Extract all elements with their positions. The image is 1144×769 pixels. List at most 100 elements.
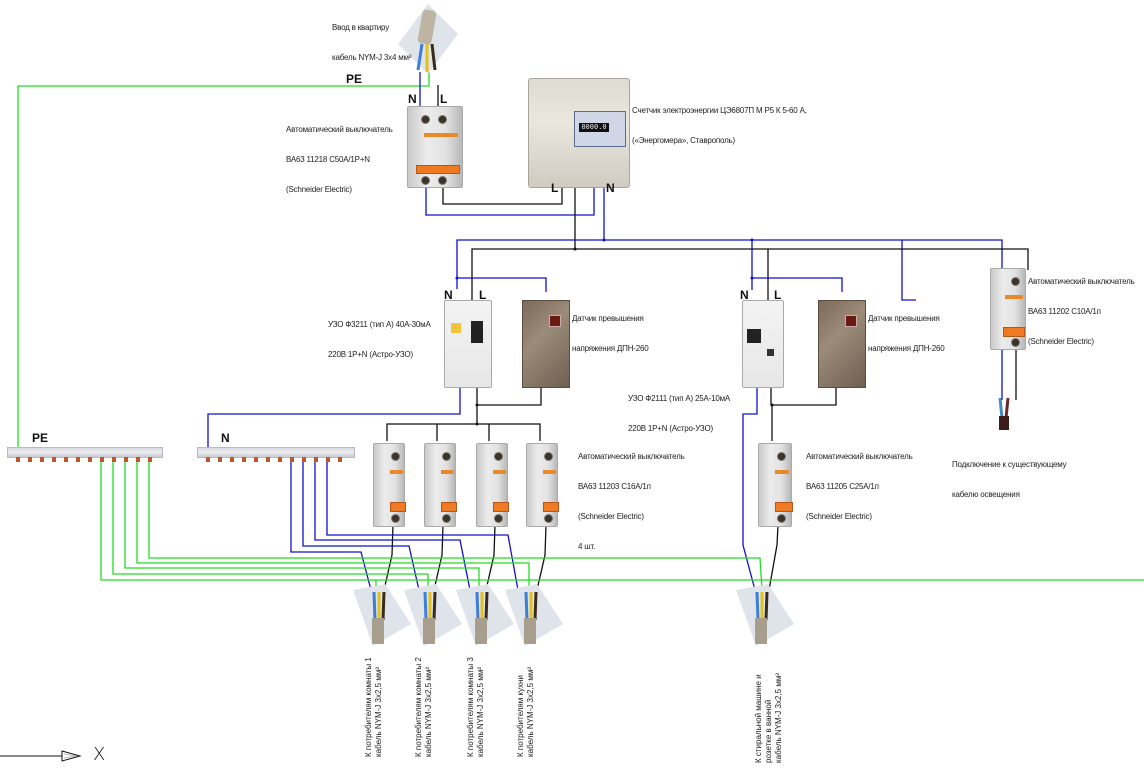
bus-terminal	[326, 457, 330, 462]
toggle-handle[interactable]	[543, 502, 559, 512]
label-line: ВА63 11218 С50А/1Р+N	[286, 155, 370, 164]
label-line: Автоматический выключатель	[1028, 277, 1135, 286]
screw-icon	[421, 115, 430, 124]
dpn1-label: Датчик превышения напряжения ДПН-260	[572, 294, 649, 364]
input-cable-icon	[398, 4, 458, 74]
overvoltage-sensor-1[interactable]	[522, 300, 570, 388]
toggle-handle[interactable]	[493, 502, 509, 512]
output-label-1: К потребителям комнаты 1 кабель NYM-J 3х…	[364, 657, 384, 757]
label-line: К потребителям комнаты 2	[414, 657, 423, 757]
label-line: ВА63 11203 С16А/1п	[578, 482, 651, 491]
toggle-handle[interactable]	[416, 165, 460, 174]
label-line: К потребителям комнаты 3	[466, 657, 475, 757]
l-group-feed	[386, 423, 541, 441]
meter-display: 0000.0	[579, 123, 609, 132]
junction-dot	[770, 403, 774, 407]
screw-icon	[421, 176, 430, 185]
group-breaker-2[interactable]	[424, 443, 457, 527]
label-line: УЗО Ф2111 (тип А) 25А-10мА	[628, 394, 731, 403]
terminal-l-main: L	[440, 92, 448, 106]
toggle-handle[interactable]	[775, 502, 793, 512]
rcd1-label: УЗО Ф3211 (тип А) 40А-30мА 220В 1Р+N (Ас…	[328, 300, 431, 370]
screw-icon	[544, 514, 553, 523]
test-button[interactable]	[451, 323, 461, 333]
pe-bus-label: PE	[32, 431, 49, 445]
group-breaker-4[interactable]	[526, 443, 559, 527]
label-line: К стиральной машине и	[754, 674, 763, 763]
electricity-meter[interactable]: 0000.0	[528, 78, 630, 188]
input-cable-label: Ввод в квартиру кабель NYM-J 3х4 мм²	[332, 3, 412, 73]
output-label-3: К потребителям комнаты 3 кабель NYM-J 3х…	[466, 657, 486, 757]
l-rcd2-out	[770, 386, 837, 441]
label-strip	[543, 470, 556, 474]
screw-icon	[438, 176, 447, 185]
n-rcd1-to-nbus	[207, 386, 461, 447]
label-line: («Энергомера», Ставрополь)	[632, 136, 735, 145]
l-out-5	[768, 524, 779, 591]
x-axis-label: X	[93, 744, 106, 765]
l-distribution	[471, 248, 1029, 300]
rcd-2[interactable]	[742, 300, 784, 388]
toggle-handle[interactable]	[441, 502, 457, 512]
label-line: ВА63 11202 С10А/1п	[1028, 307, 1101, 316]
toggle-handle[interactable]	[390, 502, 406, 512]
label-line: 220В 1Р+N (Астро-УЗО)	[328, 350, 413, 359]
group-breaker-1[interactable]	[373, 443, 406, 527]
overvoltage-sensor-2[interactable]	[818, 300, 866, 388]
n-wire-breaker-meter	[425, 185, 595, 216]
junction-dot	[750, 238, 754, 242]
terminal-n-rcd2: N	[740, 288, 749, 302]
l-wire-breaker-meter	[442, 185, 563, 205]
bus-terminal	[290, 457, 294, 462]
output-label-4: К потребителям кухни кабель NYM-J 3х2,5 …	[516, 667, 536, 757]
toggle-lever[interactable]	[747, 329, 761, 343]
screw-icon	[442, 452, 451, 461]
label-line: (Schneider Electric)	[1028, 337, 1094, 346]
label-strip	[493, 470, 506, 474]
bus-terminal	[112, 457, 116, 462]
group-breaker-3[interactable]	[476, 443, 509, 527]
main-breaker[interactable]	[407, 106, 463, 188]
test-button[interactable]	[767, 349, 774, 356]
screw-icon	[544, 452, 553, 461]
pe-out-4	[136, 460, 530, 590]
bus-terminal	[148, 457, 152, 462]
screw-icon	[494, 514, 503, 523]
terminal-l-rcd2: L	[774, 288, 782, 302]
label-line: К потребителям комнаты 1	[364, 657, 373, 757]
washer-breaker[interactable]	[758, 443, 793, 527]
junction-dot	[750, 276, 754, 280]
terminal-n-meter: N	[606, 181, 615, 195]
bus-terminal	[88, 457, 92, 462]
output-cable-5-icon	[736, 584, 794, 646]
label-line: Подключение к существующему	[952, 460, 1067, 469]
pe-label-top: PE	[346, 72, 363, 86]
output-cable-4-icon	[505, 584, 563, 646]
output-label-2: К потребителям комнаты 2 кабель NYM-J 3х…	[414, 657, 434, 757]
rcd-1[interactable]	[444, 300, 492, 388]
label-line: кабель NYM-J 3х2,5 мм²	[424, 667, 433, 757]
toggle-lever[interactable]	[471, 321, 483, 343]
label-line: кабель NYM-J 3х2,5 мм²	[476, 667, 485, 757]
screw-icon	[442, 514, 451, 523]
lighting-cable-end-icon	[998, 397, 1010, 430]
label-line: кабель NYM-J 3х2,5 мм²	[526, 667, 535, 757]
bus-terminal	[206, 457, 210, 462]
bus-terminal	[338, 457, 342, 462]
lighting-breaker[interactable]	[990, 268, 1026, 350]
label-line: (Schneider Electric)	[578, 512, 644, 521]
junction-dot	[573, 247, 577, 251]
label-strip	[441, 470, 454, 474]
toggle-handle[interactable]	[1003, 327, 1025, 337]
screw-icon	[391, 452, 400, 461]
output-cable-3-icon	[456, 584, 514, 646]
arrow-head-icon	[61, 750, 82, 762]
label-line: Автоматический выключатель	[286, 125, 393, 134]
label-line: 220В 1Р+N (Астро-УЗО)	[628, 424, 713, 433]
pe-out-5	[148, 460, 763, 591]
bus-terminal	[242, 457, 246, 462]
bus-terminal	[124, 457, 128, 462]
label-line: К потребителям кухни	[516, 675, 525, 757]
label-line: розетке в ванной	[764, 699, 773, 763]
